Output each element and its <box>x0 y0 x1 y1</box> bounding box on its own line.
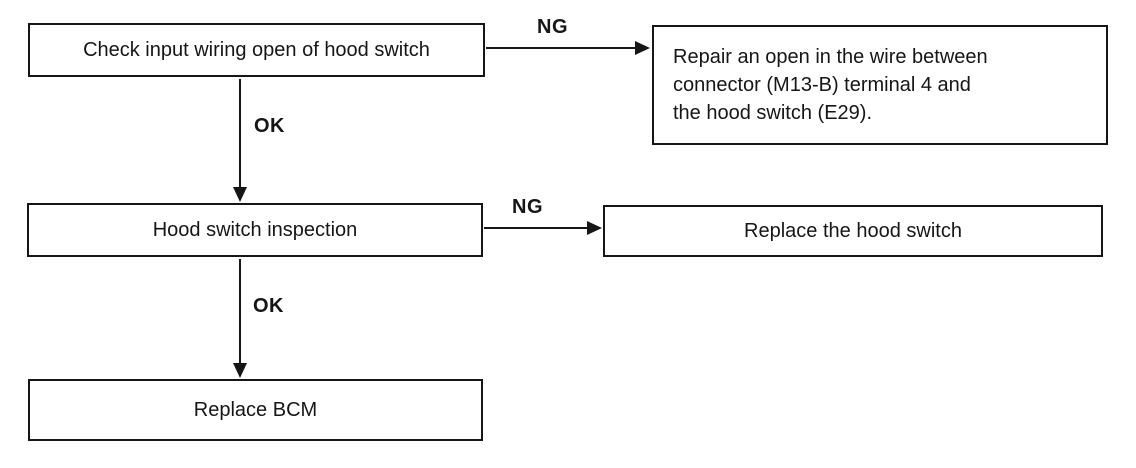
edge-label-ok-inspection-to-bcm: OK <box>253 295 284 317</box>
node-replace-bcm: Replace BCM <box>28 379 483 441</box>
arrowhead-right-icon <box>587 221 602 235</box>
node-replace-hood-switch: Replace the hood switch <box>603 205 1103 257</box>
node-hood-switch-inspection: Hood switch inspection <box>27 203 483 257</box>
node-repair-open-wire: Repair an open in the wire between conne… <box>652 25 1108 145</box>
arrowhead-right-icon <box>635 41 650 55</box>
node-repair-open-wire-line1: Repair an open in the wire between <box>673 46 988 68</box>
arrow-line-ok-inspection-to-bcm <box>239 259 241 364</box>
arrowhead-down-icon <box>233 187 247 202</box>
node-check-input-wiring: Check input wiring open of hood switch <box>28 23 485 77</box>
edge-label-ok-check-to-inspection: OK <box>254 115 285 137</box>
node-repair-open-wire-line3: the hood switch (E29). <box>673 102 872 124</box>
arrow-line-ng-inspection-to-switch <box>484 227 587 229</box>
node-repair-open-wire-line2: connector (M13-B) terminal 4 and <box>673 74 971 96</box>
edge-label-ng-inspection-to-switch: NG <box>512 196 543 218</box>
node-replace-bcm-label: Replace BCM <box>193 399 318 421</box>
arrow-line-ng-check-to-repair <box>486 47 635 49</box>
node-check-input-wiring-label: Check input wiring open of hood switch <box>83 39 430 61</box>
node-hood-switch-inspection-label: Hood switch inspection <box>152 219 358 241</box>
edge-label-ng-check-to-repair: NG <box>537 16 568 38</box>
arrowhead-down-icon <box>233 363 247 378</box>
node-replace-hood-switch-label: Replace the hood switch <box>744 220 962 242</box>
arrow-line-ok-check-to-inspection <box>239 79 241 188</box>
